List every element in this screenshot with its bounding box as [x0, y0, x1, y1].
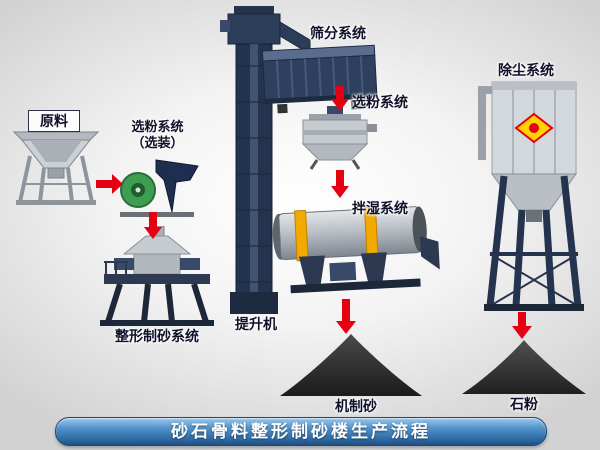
wetting-drum-illustration [272, 206, 440, 294]
stone-powder-pile-illustration [462, 340, 586, 394]
label-optional-classifier: 选粉系统 （选装） [110, 119, 205, 152]
classifier-system-illustration [301, 106, 377, 170]
label-dust-removal: 除尘系统 [498, 62, 554, 78]
label-optional-classifier-line1: 选粉系统 [131, 119, 184, 134]
bucket-elevator-illustration [220, 6, 311, 314]
raw-material-hopper-illustration [12, 131, 100, 205]
label-screening-system: 筛分系统 [310, 25, 366, 41]
label-shaping-system: 整形制砂系统 [115, 328, 199, 344]
label-classifier-system: 选粉系统 [352, 94, 408, 110]
shaping-crusher-illustration [100, 226, 214, 326]
label-stone-powder: 石粉 [510, 396, 538, 412]
title-banner: 砂石骨料整形制砂楼生产流程 [55, 417, 547, 446]
machine-sand-pile-illustration [280, 334, 422, 396]
dust-collector-illustration [478, 81, 584, 311]
label-machine-sand: 机制砂 [335, 398, 377, 414]
label-wetting-system: 拌湿系统 [352, 200, 408, 216]
arrow-wetting-to-sand [336, 299, 356, 334]
label-raw-material: 原料 [28, 110, 80, 132]
optional-classifier-illustration [120, 159, 199, 217]
label-bucket-elevator: 提升机 [235, 316, 277, 332]
label-optional-classifier-line2: （选装） [131, 135, 184, 151]
title-banner-text: 砂石骨料整形制砂楼生产流程 [171, 422, 431, 441]
